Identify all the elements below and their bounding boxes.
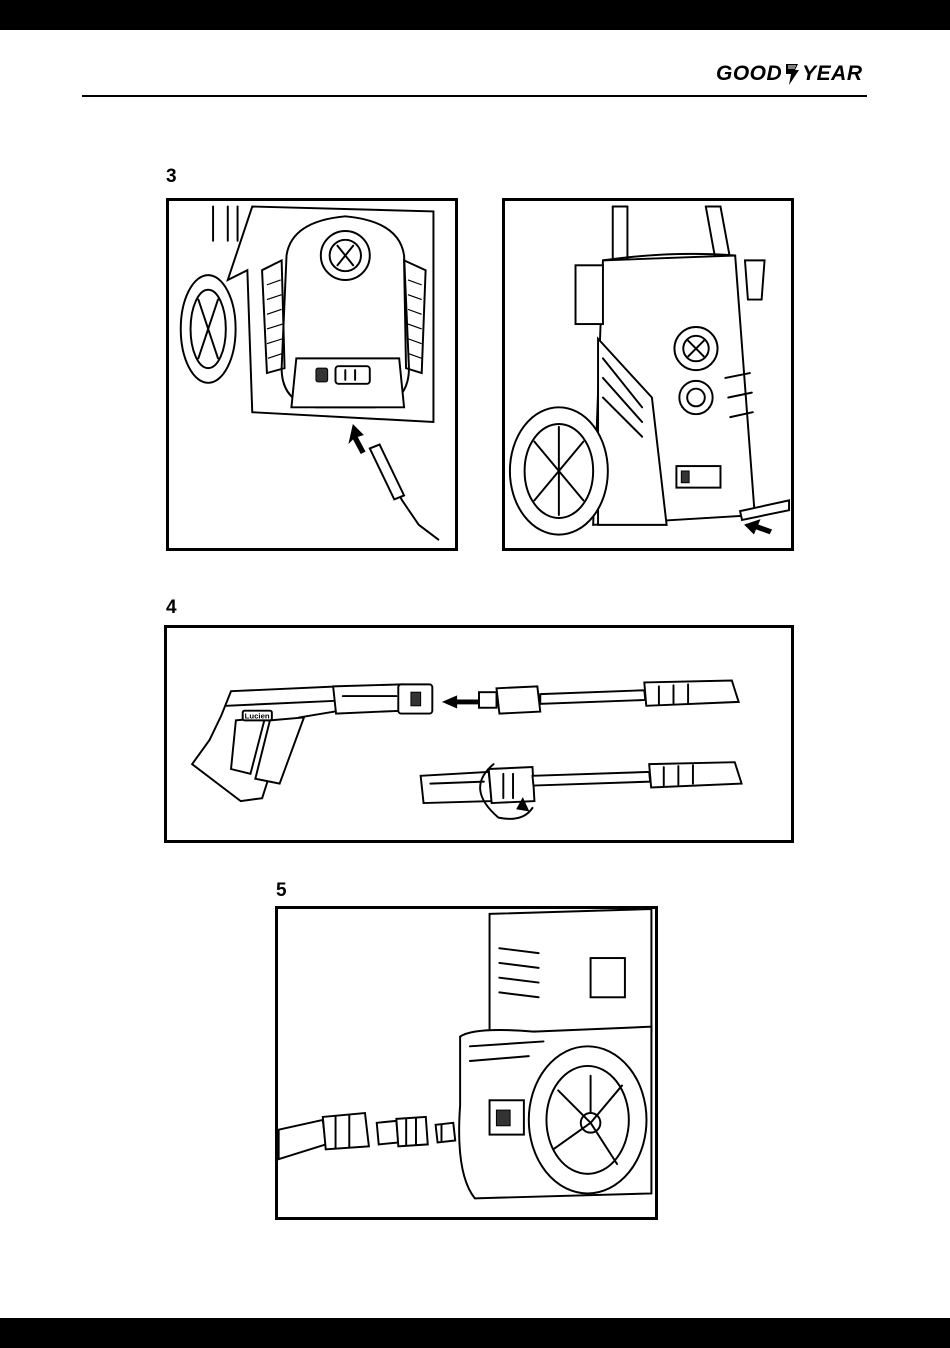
step-3-right-figure — [502, 198, 794, 551]
step-4-figure: Lucien — [164, 625, 794, 843]
step-3-left-figure — [166, 198, 458, 551]
water-inlet-illustration — [278, 909, 655, 1217]
brand-text-left: GOOD — [716, 62, 782, 86]
gun-brand-label: Lucien — [245, 711, 270, 720]
winged-foot-icon — [783, 62, 801, 86]
top-black-bar — [0, 0, 950, 30]
step-4-label: 4 — [166, 597, 177, 619]
machine-outlet-illustration — [169, 201, 455, 548]
gun-and-lance-illustration: Lucien — [167, 628, 791, 840]
bottom-black-bar — [0, 1318, 950, 1348]
brand-text-right: YEAR — [802, 62, 862, 86]
header-rule — [82, 95, 867, 97]
machine-full-view-illustration — [505, 201, 791, 548]
step-3-label: 3 — [166, 166, 177, 188]
goodyear-logo: GOOD YEAR — [716, 60, 868, 88]
step-5-figure — [275, 906, 658, 1220]
step-5-label: 5 — [276, 880, 287, 902]
